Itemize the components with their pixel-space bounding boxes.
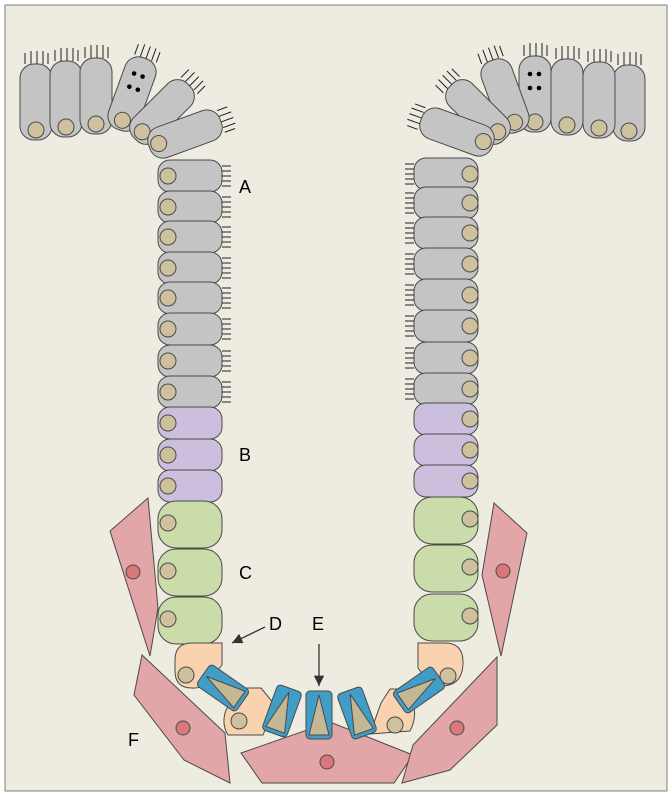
label-b: B	[239, 445, 251, 465]
nucleus	[28, 122, 44, 138]
granule-dot	[528, 72, 533, 77]
fibroblast-nucleus	[450, 721, 464, 735]
granule-dot	[537, 72, 542, 77]
nucleus	[58, 119, 74, 135]
nucleus	[621, 123, 637, 139]
nucleus	[462, 559, 478, 575]
nucleus	[462, 166, 478, 182]
nucleus	[160, 478, 176, 494]
fibroblast-nucleus	[496, 564, 510, 578]
nucleus	[462, 608, 478, 624]
label-d: D	[269, 614, 282, 634]
nucleus	[462, 287, 478, 303]
nucleus	[88, 116, 104, 132]
nucleus	[231, 713, 247, 729]
nucleus	[462, 225, 478, 241]
nucleus	[462, 256, 478, 272]
nucleus	[462, 473, 478, 489]
nucleus	[462, 442, 478, 458]
nucleus	[160, 290, 176, 306]
nucleus	[178, 667, 194, 683]
nucleus	[462, 350, 478, 366]
label-c: C	[239, 563, 252, 583]
nucleus	[160, 384, 176, 400]
nucleus	[160, 168, 176, 184]
nucleus	[160, 563, 176, 579]
nucleus	[462, 381, 478, 397]
nucleus	[591, 120, 607, 136]
nucleus	[387, 717, 403, 733]
nucleus	[462, 195, 478, 211]
label-f: F	[128, 730, 139, 750]
fibroblast-nucleus	[320, 755, 334, 769]
fibroblast-nucleus	[176, 721, 190, 735]
nucleus	[160, 515, 176, 531]
fibroblast-nucleus	[126, 565, 140, 579]
label-a: A	[239, 177, 251, 197]
nucleus	[559, 117, 575, 133]
nucleus	[160, 321, 176, 337]
blue-paneth-cell	[306, 691, 332, 739]
nucleus	[462, 318, 478, 334]
nucleus	[462, 511, 478, 527]
nucleus	[160, 447, 176, 463]
label-e: E	[312, 614, 324, 634]
granule-dot	[537, 86, 542, 91]
nucleus	[160, 260, 176, 276]
nucleus	[160, 199, 176, 215]
nucleus	[160, 611, 176, 627]
nucleus	[160, 229, 176, 245]
nucleus	[160, 353, 176, 369]
nucleus	[462, 411, 478, 427]
granule-dot	[528, 86, 533, 91]
nucleus	[160, 415, 176, 431]
